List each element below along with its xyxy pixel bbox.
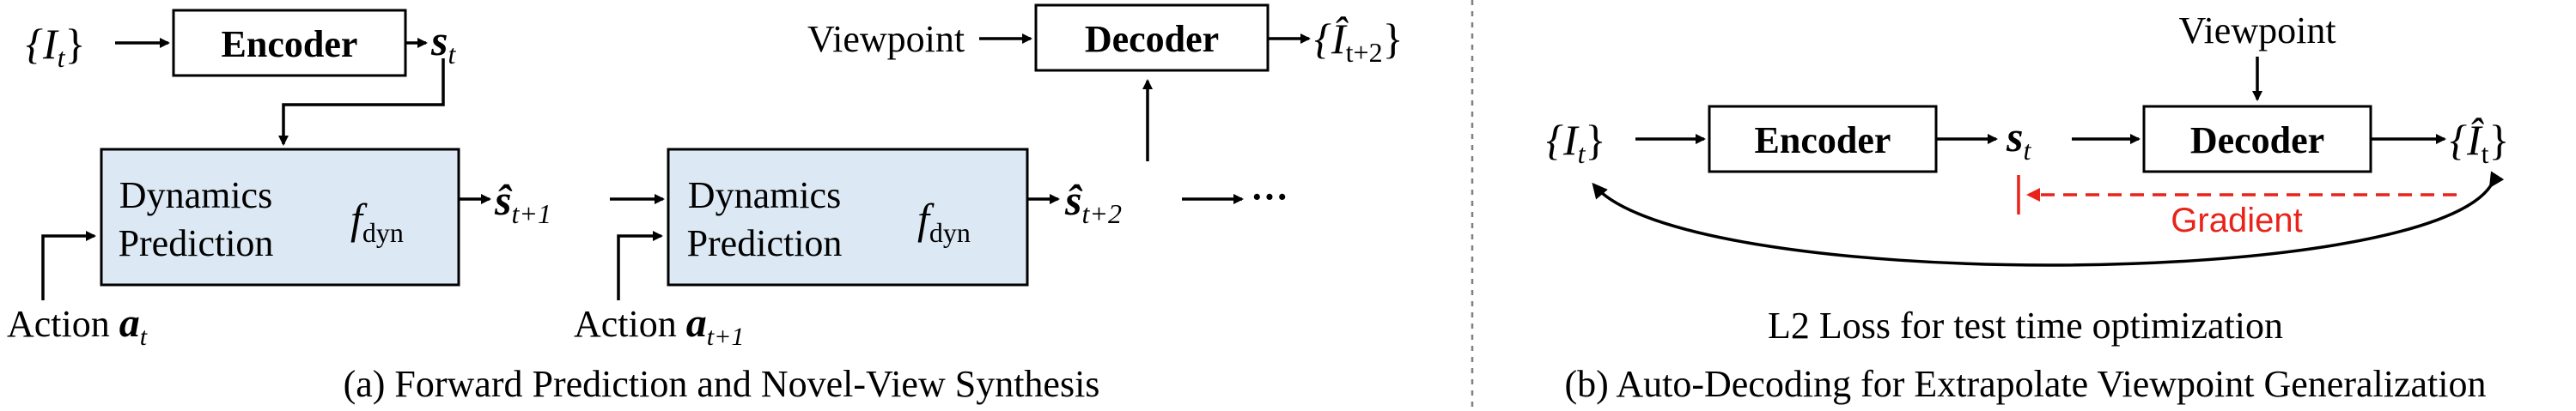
caption-b: (b) Auto-Decoding for Extrapolate Viewpo… <box>1565 363 2487 405</box>
dynamics-2-line1: Dynamics <box>688 174 841 216</box>
dynamics-box-2 <box>667 148 1029 287</box>
dynamics-1-line1: Dynamics <box>119 174 272 216</box>
arrow-action-1 <box>41 231 96 300</box>
action-1-label: Action at <box>7 300 148 351</box>
state-st-b: st <box>2006 112 2031 166</box>
decoder-label-b: Decoder <box>2190 119 2324 161</box>
ellipsis: ··· <box>1251 176 1288 218</box>
input-it-b: {It} <box>1546 116 1606 169</box>
encoder-box-b <box>1708 105 1938 173</box>
viewpoint-label-a: Viewpoint <box>807 18 965 60</box>
input-it-a: {It} <box>26 20 86 73</box>
panel-b: {It} Encoder st Viewpoint Decoder {Ît} G… <box>1546 9 2510 405</box>
l2-loss-label: L2 Loss for test time optimization <box>1768 305 2283 347</box>
l2-loss-arrow <box>1592 171 2505 267</box>
dynamics-2-line2: Prediction <box>687 222 843 264</box>
arrow-action-2 <box>617 231 663 300</box>
encoder-label-a: Encoder <box>222 23 358 65</box>
viewpoint-label-b: Viewpoint <box>2178 9 2335 51</box>
state-shat-t2: ŝt+2 <box>1064 176 1122 229</box>
decoder-box-a <box>1034 3 1270 72</box>
dynamics-box-1 <box>100 148 460 287</box>
decoder-box-b <box>2142 105 2372 173</box>
gradient-label: Gradient <box>2171 202 2302 239</box>
state-shat-t1: ŝt+1 <box>494 176 551 229</box>
encoder-label-b: Encoder <box>1755 119 1891 161</box>
panel-a: {It} Encoder st Dynamics Prediction fdyn… <box>7 3 1404 405</box>
dynamics-1-line2: Prediction <box>119 222 274 264</box>
arrow-state-dynamics-a <box>278 58 445 146</box>
decoder-label-a: Decoder <box>1085 18 1219 60</box>
output-it-b: {Ît} <box>2450 116 2510 169</box>
caption-a: (a) Forward Prediction and Novel-View Sy… <box>344 363 1100 405</box>
action-2-label: Action at+1 <box>574 300 744 351</box>
output-it2-a: {Ît+2} <box>1314 15 1404 68</box>
state-st-a: st <box>430 16 456 70</box>
